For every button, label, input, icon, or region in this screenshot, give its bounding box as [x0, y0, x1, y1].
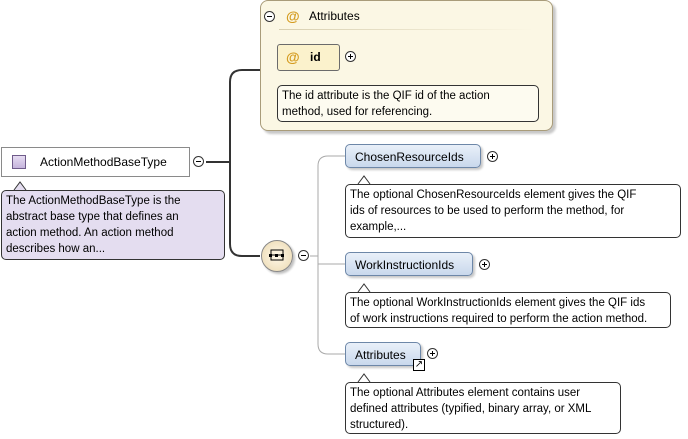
- attributes-element-expand-icon[interactable]: [427, 348, 438, 359]
- id-doc-line: The id attribute is the QIF id of the ac…: [282, 90, 490, 102]
- doc-line: defined attributes (typified, binary arr…: [350, 403, 592, 415]
- sequence-glyph: [269, 249, 284, 261]
- doc-line: The optional WorkInstructionIds element …: [350, 297, 646, 309]
- root-type-box[interactable]: ActionMethodBaseType: [1, 147, 190, 177]
- root-type-name: ActionMethodBaseType: [40, 155, 167, 169]
- id-attribute-box[interactable]: @ id: [277, 44, 340, 71]
- element-attributes[interactable]: Attributes: [345, 342, 421, 366]
- id-doc-line: method, used for referencing.: [282, 106, 433, 118]
- element-name: ChosenResourceIds: [355, 150, 464, 164]
- element-chosenresourceids[interactable]: ChosenResourceIds: [345, 144, 481, 168]
- chosenresourceids-doc: The optional ChosenResourceIds element g…: [345, 184, 681, 238]
- chosenresourceids-expand-icon[interactable]: [487, 151, 498, 162]
- root-type-doc: The ActionMethodBaseType is the abstract…: [1, 190, 225, 260]
- sequence-compositor-icon[interactable]: [261, 240, 293, 272]
- workinstructionids-expand-icon[interactable]: [479, 259, 490, 270]
- element-name: Attributes: [355, 348, 406, 362]
- root-doc-line: action method. An action method: [6, 227, 174, 239]
- reference-arrow-icon: ↗: [413, 359, 425, 371]
- complex-type-icon: [12, 155, 26, 169]
- attribute-at-icon: @: [286, 49, 300, 65]
- workinstructionids-doc: The optional WorkInstructionIds element …: [345, 292, 671, 328]
- doc-line: structured).: [350, 419, 409, 431]
- root-collapse-icon[interactable]: [193, 156, 204, 167]
- root-doc-line: describes how an...: [6, 243, 106, 255]
- attributes-element-doc: The optional Attributes element contains…: [345, 382, 621, 434]
- doc-line: ids of resources to be used to perform t…: [350, 205, 625, 217]
- attributes-panel: @ Attributes @ id The id attribute is th…: [260, 0, 553, 131]
- element-name: WorkInstructionIds: [355, 258, 455, 272]
- id-attribute-doc: The id attribute is the QIF id of the ac…: [277, 85, 539, 122]
- root-doc-line: The ActionMethodBaseType is the: [6, 195, 181, 207]
- sequence-collapse-icon[interactable]: [298, 250, 309, 261]
- id-attribute-name: id: [310, 50, 321, 64]
- attributes-divider: [279, 29, 534, 30]
- attributes-title: Attributes: [309, 9, 360, 23]
- root-doc-line: abstract base type that defines an: [6, 211, 179, 223]
- doc-line: of work instructions required to perform…: [350, 313, 648, 325]
- doc-line: The optional ChosenResourceIds element g…: [350, 189, 637, 201]
- attributes-collapse-icon[interactable]: [264, 11, 275, 22]
- element-workinstructionids[interactable]: WorkInstructionIds: [345, 252, 473, 276]
- id-expand-icon[interactable]: [345, 51, 356, 62]
- attribute-at-icon: @: [286, 8, 300, 24]
- doc-line: example,...: [350, 221, 407, 233]
- doc-line: The optional Attributes element contains…: [350, 387, 581, 399]
